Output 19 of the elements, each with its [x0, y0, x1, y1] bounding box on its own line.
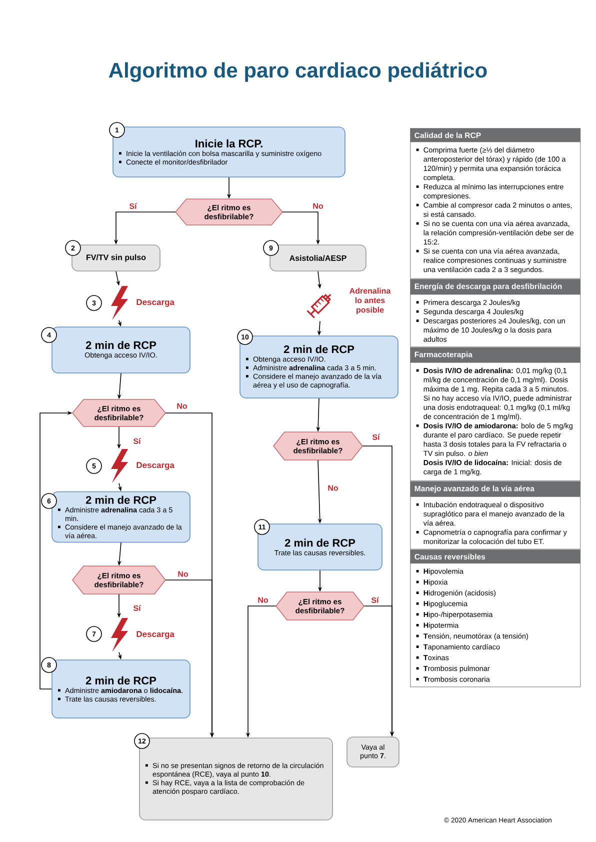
syringe-icon	[306, 294, 332, 318]
edge-label: No	[312, 202, 324, 210]
drug-label: Adrenalina lo antes posible	[350, 288, 391, 314]
edge-label: Sí	[370, 596, 380, 604]
edge-label: Sí	[128, 202, 138, 210]
shock-label: Descarga	[136, 631, 175, 639]
edge-label: Sí	[371, 433, 381, 441]
shock-label: Descarga	[136, 462, 175, 470]
edge-label: No	[176, 402, 188, 410]
lightning-bolt-icon	[111, 618, 128, 652]
edge-label: No	[256, 596, 270, 604]
title: Algoritmo de paro cardiaco pediátrico	[108, 62, 487, 82]
shock-label: Descarga	[136, 299, 175, 307]
lightning-bolt-icon	[111, 286, 128, 320]
edge-label: Sí	[132, 604, 142, 612]
edge-label: No	[326, 484, 340, 492]
edge-label: No	[176, 570, 190, 578]
lightning-bolt-icon	[111, 449, 128, 483]
edge-label: Sí	[132, 437, 142, 445]
